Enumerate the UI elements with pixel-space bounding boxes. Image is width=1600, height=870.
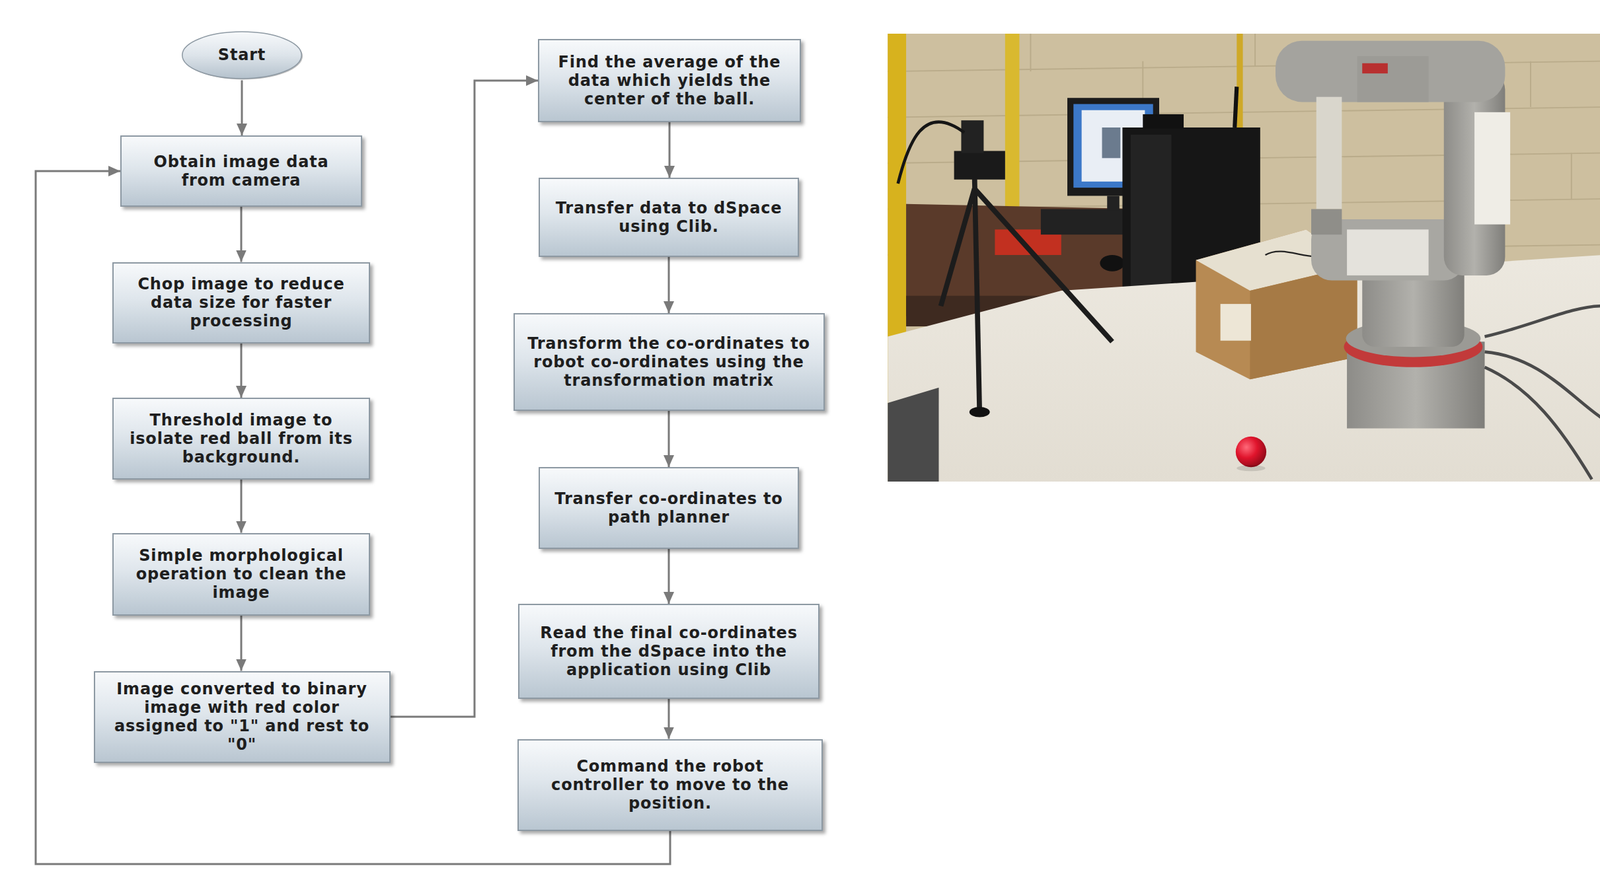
process-box: Transfer data to dSpace using Clib. [538, 177, 800, 258]
flow-arrow [668, 257, 671, 314]
node-text: Transform the co-ordinates to robot co-o… [525, 334, 813, 390]
flow-arrow [241, 80, 244, 137]
flow-arrow [668, 699, 671, 740]
node-text: Simple morphological operation to clean … [124, 546, 359, 603]
process-box: Read the final co-ordinates from the dSp… [518, 604, 820, 700]
process-box: Threshold image to isolate red ball from… [112, 397, 371, 480]
process-box: Transform the co-ordinates to robot co-o… [513, 313, 825, 412]
node-text: Start [218, 45, 266, 65]
flow-arrow [240, 206, 243, 263]
node-text: Threshold image to isolate red ball from… [124, 411, 359, 467]
node-text: Obtain image data from camera [132, 152, 351, 190]
flow-arrow [240, 479, 243, 534]
flow-arrow [240, 343, 243, 399]
node-text: Transfer data to dSpace using Clib. [550, 198, 788, 236]
process-box: Command the robot controller to move to … [517, 739, 823, 832]
node-text: Command the robot controller to move to … [529, 757, 811, 813]
node-text: Read the final co-ordinates from the dSp… [530, 623, 808, 680]
process-box: Obtain image data from camera [120, 135, 363, 207]
process-box: Find the average of the data which yield… [537, 38, 801, 123]
node-text: Find the average of the data which yield… [549, 52, 790, 109]
node-text: Image converted to binary image with red… [105, 680, 379, 755]
node-text: Chop image to reduce data size for faste… [124, 274, 359, 331]
process-box: Image converted to binary image with red… [93, 671, 391, 764]
flow-arrow [240, 615, 243, 672]
flow-arrow [668, 549, 671, 605]
process-box: Transfer co-ordinates to path planner [538, 467, 800, 550]
flow-arrow [668, 411, 671, 468]
terminal-oval: Start [179, 29, 305, 81]
photo-scene [887, 33, 1600, 482]
node-text: Transfer co-ordinates to path planner [550, 489, 788, 527]
flow-arrow [668, 122, 671, 178]
process-box: Simple morphological operation to clean … [112, 533, 371, 616]
process-box: Chop image to reduce data size for faste… [112, 262, 371, 344]
